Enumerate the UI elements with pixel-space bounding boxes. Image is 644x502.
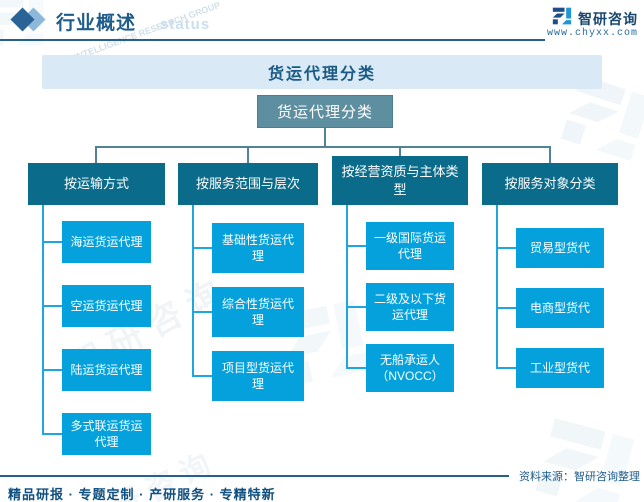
connector-line: [399, 148, 401, 156]
leaf-node: 电商型货代: [496, 288, 604, 328]
leaf-node: 海运货运代理: [42, 221, 151, 263]
classification-tree: 货运代理分类 按运输方式 海运货运代理 空运货运代理 陆运货运代理 多式联运货运…: [0, 95, 644, 460]
page-footer: 资料来源：智研咨询整理 精品研报 · 专题定制 · 产研服务 · 专精特新: [0, 460, 644, 502]
branch-children: 一级国际货运代理 二级及以下货运代理 无船承运人（NVOCC）: [332, 205, 468, 392]
brand-logo-icon: [552, 6, 572, 31]
figure-title: 货运代理分类: [267, 66, 376, 83]
footer-tagline: 精品研报 · 专题定制 · 产研服务 · 专精特新: [8, 487, 276, 502]
connector-line: [496, 205, 498, 368]
leaf-node: 贸易型货代: [496, 228, 604, 268]
leaf-node: 空运货运代理: [42, 285, 151, 327]
leaf-node: 多式联运货运代理: [42, 413, 151, 455]
connector-line: [42, 205, 44, 434]
branch-header: 按运输方式: [28, 163, 165, 205]
footer-divider: [0, 475, 509, 477]
branch-children: 贸易型货代 电商型货代 工业型货代: [482, 205, 618, 388]
branch-children: 基础性货运代理 综合性货运代理 项目型货运代理: [178, 205, 318, 401]
section-title: 行业概述: [56, 13, 137, 34]
connector-line: [95, 146, 551, 148]
brand-logo: 智研咨询: [552, 6, 638, 31]
figure-title-bar: 货运代理分类: [42, 55, 602, 89]
connector-line: [549, 148, 551, 163]
leaf-node: 项目型货运代理: [192, 351, 304, 401]
leaf-node: 基础性货运代理: [192, 223, 304, 273]
connector-line: [247, 148, 249, 163]
leaf-node: 陆运货运代理: [42, 349, 151, 391]
branch-header: 按经营资质与主体类型: [332, 156, 468, 205]
source-note: 资料来源：智研咨询整理: [519, 471, 640, 483]
connector-line: [324, 128, 326, 146]
diamond-icon: [8, 7, 50, 37]
leaf-node: 无船承运人（NVOCC）: [346, 344, 454, 392]
brand-name: 智研咨询: [578, 10, 638, 27]
leaf-node: 工业型货代: [496, 348, 604, 388]
status-watermark: status: [160, 16, 211, 33]
connector-line: [95, 148, 97, 163]
tree-root-node: 货运代理分类: [257, 95, 393, 128]
connector-line: [346, 205, 348, 368]
leaf-node: 综合性货运代理: [192, 287, 304, 337]
brand-website-link[interactable]: www.chyxx.com: [546, 28, 638, 39]
branch-children: 海运货运代理 空运货运代理 陆运货运代理 多式联运货运代理: [28, 205, 165, 455]
branch-header: 按服务范围与层次: [178, 163, 318, 205]
connector-line: [192, 205, 194, 376]
leaf-node: 二级及以下货运代理: [346, 283, 454, 331]
branch-header: 按服务对象分类: [482, 163, 618, 205]
page-header: 行业概述 status 智研咨询 www.chyxx.com: [0, 0, 644, 41]
header-divider: [0, 39, 545, 41]
leaf-node: 一级国际货运代理: [346, 222, 454, 270]
